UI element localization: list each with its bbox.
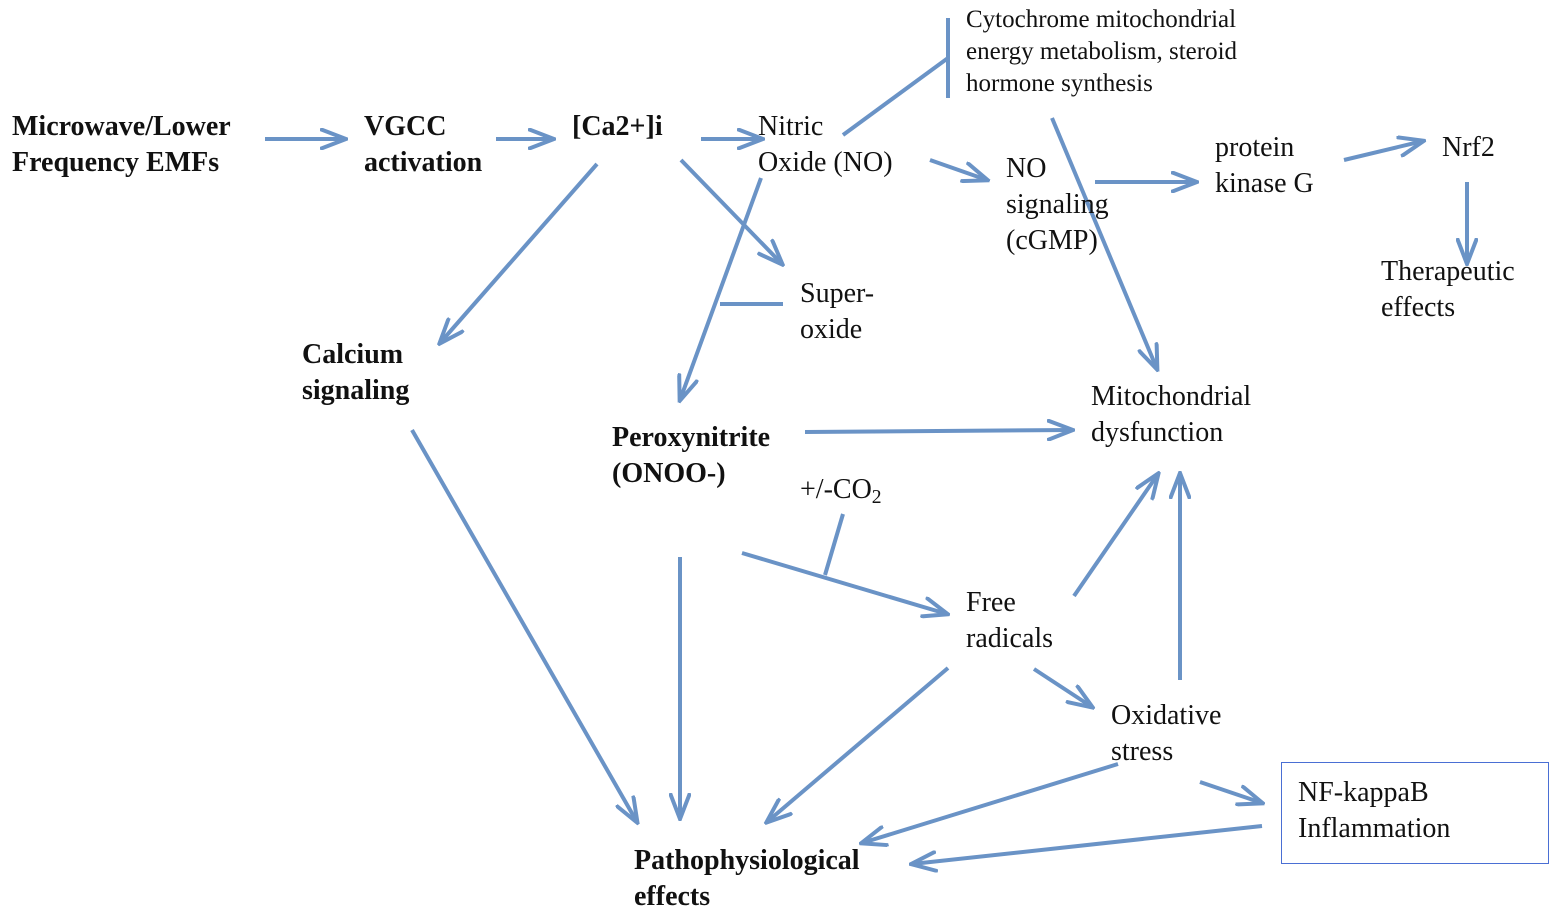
label-line: Therapeutic [1381, 256, 1515, 287]
arrow-calcium-signaling-to-patho [410, 429, 637, 822]
label-line: radicals [966, 623, 1054, 654]
label-line: Pathophysiological [634, 845, 860, 876]
label-line: (cGMP) [1006, 225, 1098, 256]
node-calcium-ion: [Ca2+]i [572, 109, 663, 145]
label-line: energy metabolism, steroid [966, 38, 1238, 65]
node-mitochondrial-dysfunction: Mitochondrial dysfunction [1091, 379, 1251, 451]
arrow-oxidative-to-nfkb [1199, 780, 1262, 803]
node-free-radicals: Free radicals [966, 585, 1053, 657]
node-calcium-signaling: Calcium signaling [302, 337, 409, 409]
arrow-ca-to-superoxide [679, 158, 782, 264]
label-line: signaling [302, 375, 410, 406]
label-line: kinase G [1215, 168, 1314, 199]
arrow-peroxynitrite-to-free-radicals [741, 551, 947, 614]
label-line: oxide [800, 314, 863, 345]
node-peroxynitrite: Peroxynitrite (ONOO-) [612, 420, 770, 492]
connector-co2-link [823, 513, 845, 576]
label-line: hormone synthesis [966, 70, 1153, 97]
node-pathophysiological-effects: Pathophysiological effects [634, 843, 860, 915]
arrow-free-radicals-to-patho [767, 666, 950, 822]
node-nrf2: Nrf2 [1442, 130, 1495, 166]
label-line: Calcium [302, 339, 404, 370]
arrow-nfkb-to-patho [912, 824, 1263, 864]
arrow-peroxynitrite-to-mito [804, 430, 1072, 432]
arrow-ca-to-calcium-signaling [440, 162, 599, 343]
label-line: Inflammation [1298, 813, 1451, 844]
node-protein-kinase-g: protein kinase G [1215, 130, 1314, 202]
label-line: Frequency EMFs [12, 147, 220, 178]
node-superoxide: Super- oxide [800, 276, 874, 348]
node-microwave-emfs: Microwave/Lower Frequency EMFs [12, 109, 231, 181]
arrow-no-to-peroxynitrite [680, 177, 763, 400]
node-no-signaling: NO signaling (cGMP) [1006, 151, 1109, 259]
label-line: dysfunction [1091, 417, 1224, 448]
label-line: VGCC [364, 111, 447, 142]
node-cytochrome: Cytochrome mitochondrial energy metaboli… [966, 4, 1237, 100]
arrow-pkg-to-nrf2 [1343, 141, 1423, 162]
label-line: (ONOO-) [612, 458, 726, 489]
label-line: effects [634, 881, 711, 912]
label-line: NF-kappaB [1298, 777, 1429, 808]
node-therapeutic-effects: Therapeutic effects [1381, 254, 1515, 326]
label-line: Mitochondrial [1091, 381, 1252, 412]
arrow-cytochrome-to-mito [1050, 117, 1157, 369]
label-line: Oxide (NO) [758, 147, 893, 178]
co2-text: +/-CO [800, 474, 872, 505]
label-line: Free [966, 587, 1016, 618]
arrow-oxidative-to-patho [862, 762, 1119, 843]
connector-no-inhibits-cytochrome [841, 56, 950, 137]
node-nfkappab-inflammation: NF-kappaB Inflammation [1281, 762, 1549, 864]
label-line: Nrf2 [1442, 132, 1495, 163]
node-vgcc-activation: VGCC activation [364, 109, 482, 181]
label-line: Cytochrome mitochondrial [966, 6, 1237, 33]
arrow-no-to-no-signaling [929, 158, 987, 180]
label-line: stress [1111, 736, 1174, 767]
arrow-free-radicals-to-mito [1072, 474, 1158, 598]
label-line: Peroxynitrite [612, 422, 771, 453]
label-line: NO [1006, 153, 1047, 184]
label-line: activation [364, 147, 483, 178]
node-co2-label: +/-CO2 [800, 472, 882, 516]
label-line: effects [1381, 292, 1456, 323]
label-line: [Ca2+]i [572, 111, 663, 142]
label-line: Nitric [758, 111, 824, 142]
label-line: protein [1215, 132, 1295, 163]
label-line: Microwave/Lower [12, 111, 231, 142]
label-line: Oxidative [1111, 700, 1222, 731]
co2-subscript: 2 [871, 487, 882, 508]
node-nitric-oxide: Nitric Oxide (NO) [758, 109, 893, 181]
label-line: signaling [1006, 189, 1109, 220]
label-line: Super- [800, 278, 875, 309]
node-oxidative-stress: Oxidative stress [1111, 698, 1221, 770]
arrow-free-radicals-to-oxidative [1032, 667, 1092, 707]
